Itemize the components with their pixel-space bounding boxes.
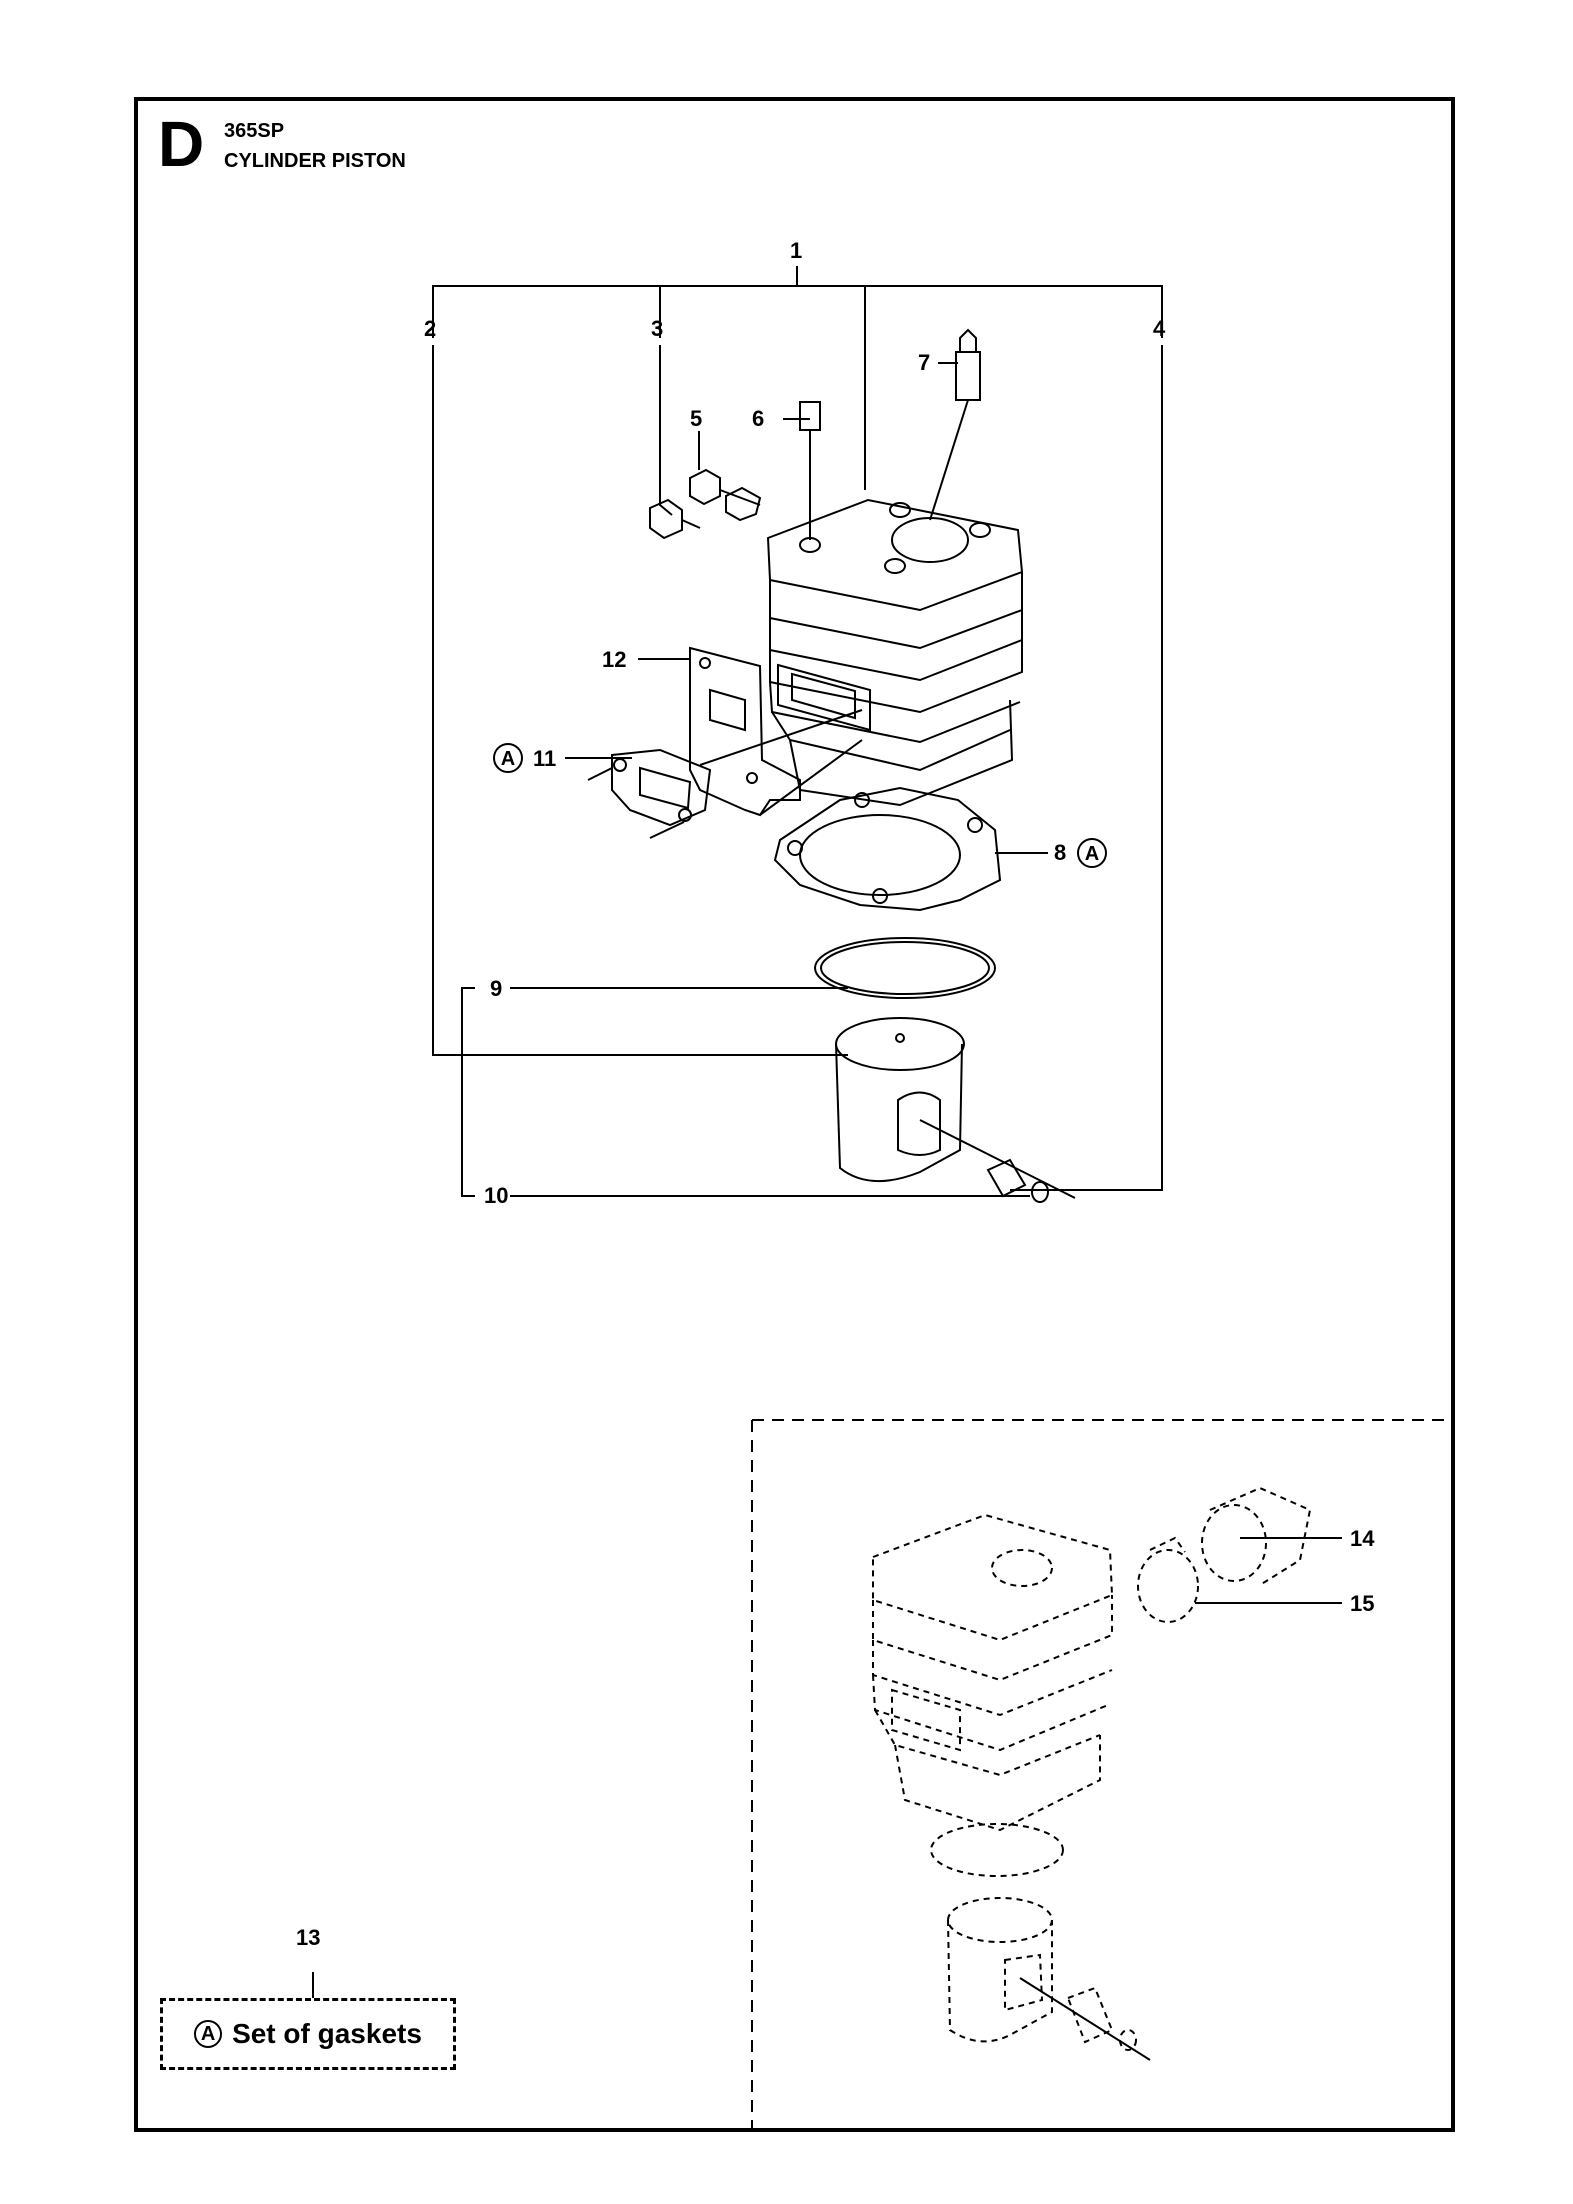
callout-15: 15 [1350,1591,1374,1616]
callout-13: 13 [296,1925,321,1950]
callout-11: 11 [533,746,556,771]
callout-1: 1 [790,238,802,263]
section-letter: D [158,108,205,180]
callout-2: 2 [424,316,436,341]
gasket-set-marker: A [194,2020,223,2048]
callout-3: 3 [651,316,663,341]
callout-14: 14 [1350,1526,1375,1551]
svg-text:A: A [501,748,515,770]
gasket-marker-11: A [493,743,523,773]
callout-9: 9 [490,976,502,1001]
svg-text:A: A [1085,843,1099,865]
page-title: CYLINDER PISTON [224,150,406,172]
gasket-set-label: Set of gaskets [232,2018,422,2049]
page-frame [134,97,1455,2132]
gasket-set-box: A Set of gaskets [160,1998,456,2070]
callout-8: 8 [1054,840,1066,865]
callout-12: 12 [602,647,626,672]
callout-4: 4 [1153,316,1166,341]
callout-7: 7 [918,350,930,375]
callout-5: 5 [690,406,702,431]
model-number: 365SP [224,120,285,142]
kit-bracket [432,285,1163,338]
callout-10: 10 [484,1183,508,1208]
gasket-marker-8: A [1077,838,1107,868]
callout-6: 6 [752,406,764,431]
